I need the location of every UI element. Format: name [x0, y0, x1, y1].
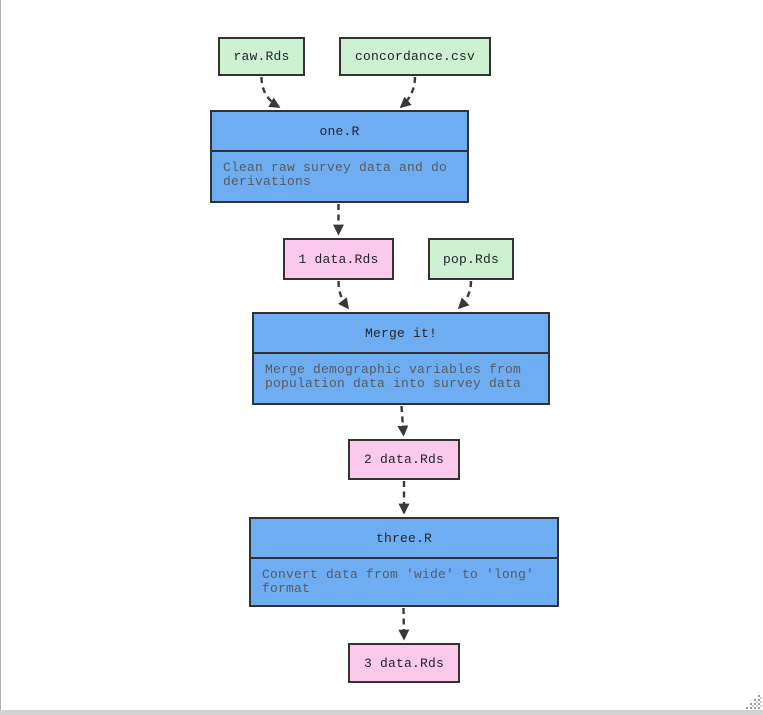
node-raw-rds: raw.Rds: [218, 37, 305, 76]
edge-three-to-data3: [398, 607, 410, 641]
node-one-r-title: one.R: [212, 112, 467, 152]
horizontal-scrollbar[interactable]: [0, 710, 763, 715]
node-2-data-rds: 2 data.Rds: [348, 439, 460, 480]
node-3-data-rds: 3 data.Rds: [348, 643, 460, 683]
node-merge-it-description: Merge demographic variables from populat…: [265, 362, 522, 391]
node-1-data-rds: 1 data.Rds: [283, 238, 394, 280]
pane-left-border: [0, 0, 1, 715]
node-merge-it-title: Merge it!: [254, 314, 548, 354]
node-three-r-title: three.R: [251, 519, 557, 559]
edge-raw-to-one: [260, 76, 281, 109]
edge-data1-to-merge: [337, 280, 349, 310]
edge-concordance-to-one: [399, 76, 417, 109]
node-one-r-description: Clean raw survey data and do derivations: [223, 160, 448, 189]
node-pop-rds: pop.Rds: [428, 238, 514, 280]
node-concordance-csv: concordance.csv: [339, 37, 491, 76]
edge-pop-to-merge: [457, 280, 473, 310]
edge-merge-to-data2: [397, 405, 409, 437]
node-merge-it: Merge it! Merge demographic variables fr…: [252, 312, 550, 405]
node-three-r: three.R Convert data from 'wide' to 'lon…: [249, 517, 559, 607]
node-three-r-description: Convert data from 'wide' to 'long' forma…: [262, 567, 535, 596]
node-one-r: one.R Clean raw survey data and do deriv…: [210, 110, 469, 203]
resize-grip-icon[interactable]: [746, 695, 762, 711]
